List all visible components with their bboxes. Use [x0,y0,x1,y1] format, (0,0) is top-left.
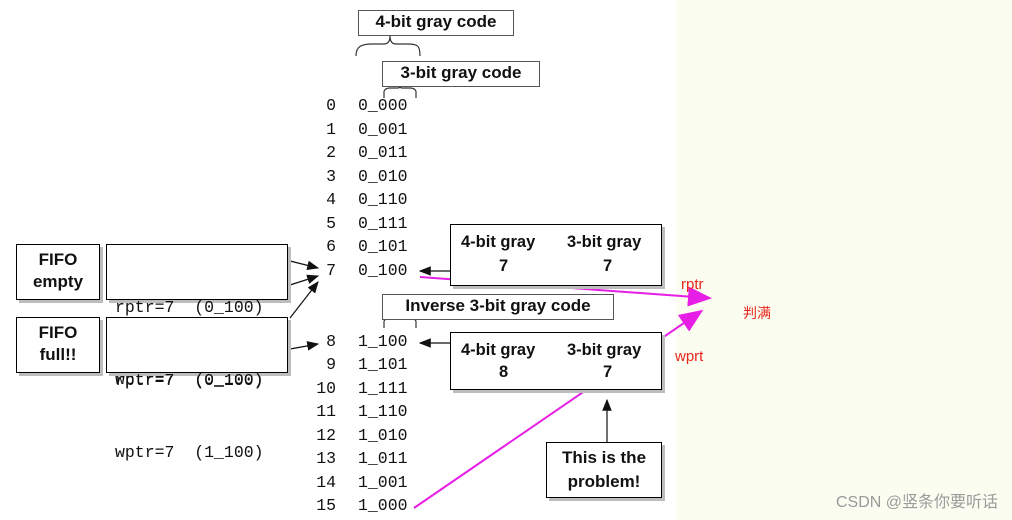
code-row: 4 0_110 [300,190,430,213]
gray-top-v1: 7 [499,257,509,275]
code-index: 14 [316,473,336,492]
code-value: 1_001 [358,473,408,492]
background-panel [676,0,1012,520]
code-index: 4 [326,190,336,209]
fifo-full-rptr: rptr=7 (0_100) [115,371,264,390]
code-value: 0_101 [358,237,408,256]
fifo-full-line2: full!! [39,345,77,364]
fifo-empty-rptr: rptr=7 (0_100) [115,298,264,317]
code-value: 0_110 [358,190,408,209]
code-value: 0_011 [358,143,408,162]
problem-line1: This is the [561,448,647,467]
code-value: 0_111 [358,214,408,233]
code-index: 6 [326,237,336,256]
code-row: 7 0_100 [300,261,430,284]
gray-bottom-h1: 4-bit gray [461,341,536,359]
code-row: 2 0_011 [300,143,430,166]
full-wptr-arrow [289,341,320,351]
fifo-empty-line1: FIFO [38,250,78,269]
fifo-full-wptr: wptr=7 (1_100) [115,443,264,462]
gray-bottom-v2: 7 [603,363,613,381]
wprt-annotation: wprt [675,348,704,365]
three-bit-title: 3-bit gray code [382,61,540,87]
gray-box-top: 4-bit gray 3-bit gray 7 7 [450,224,662,286]
code-index: 12 [316,426,336,445]
full-rptr-arrow [289,281,319,319]
gray-bottom-v1: 8 [499,363,509,381]
code-row: 9 1_101 [300,355,430,378]
code-index: 1 [326,120,336,139]
code-row: 13 1_011 [300,449,430,472]
code-value: 1_010 [358,426,408,445]
code-row: 14 1_001 [300,473,430,496]
code-value: 1_111 [358,379,408,398]
code-row: 11 1_110 [300,402,430,425]
code-row: 12 1_010 [300,426,430,449]
code-index: 8 [326,332,336,351]
code-value: 1_011 [358,449,408,468]
code-index: 3 [326,167,336,186]
code-value: 1_000 [358,496,408,515]
code-row: 10 1_111 [300,379,430,402]
code-index: 5 [326,214,336,233]
gray-top-h2: 3-bit gray [567,233,642,251]
fifo-empty-line2: empty [32,272,84,291]
gray-bottom-h2: 3-bit gray [567,341,642,359]
code-index: 10 [316,379,336,398]
problem-box: This is the problem! [546,442,662,498]
fifo-full-label: FIFO full!! [16,317,100,373]
code-row: 6 0_101 [300,237,430,260]
code-value: 0_010 [358,167,408,186]
gray-top-h1: 4-bit gray [461,233,536,251]
code-index: 15 [316,496,336,515]
fifo-full-pointers: rptr=7 (0_100) wptr=7 (1_100) [106,317,288,462]
code-row: 8 1_100 [300,332,430,355]
code-value: 1_101 [358,355,408,374]
code-value: 0_000 [358,96,408,115]
judge-full-annotation: 判满 [743,305,771,321]
code-index: 7 [326,261,336,280]
code-index: 0 [326,96,336,115]
gray-box-bottom: 4-bit gray 3-bit gray 8 7 [450,332,662,390]
fifo-empty-pointers: rptr=7 (0_100) wptr=7 (0_100) [106,244,288,389]
code-row: 0 0_000 [300,96,430,119]
four-bit-brace [355,35,421,57]
code-index: 2 [326,143,336,162]
empty-wptr-arrow [289,274,320,286]
fifo-full-line1: FIFO [38,323,78,342]
four-bit-title: 4-bit gray code [358,10,514,36]
code-value: 0_100 [358,261,408,280]
problem-line2: problem! [567,472,641,491]
inverse-title: Inverse 3-bit gray code [382,294,614,320]
gray-top-v2: 7 [603,257,613,275]
code-index: 9 [326,355,336,374]
code-row: 1 0_001 [300,120,430,143]
fifo-empty-label: FIFO empty [16,244,100,300]
empty-rptr-arrow [289,260,320,271]
rptr-annotation: rptr [681,276,704,293]
code-row: 15 1_000 [300,496,430,519]
code-index: 13 [316,449,336,468]
fifo-empty-wptr: wptr=7 (0_100) [115,370,264,389]
code-value: 1_110 [358,402,408,421]
code-value: 1_100 [358,332,408,351]
code-value: 0_001 [358,120,408,139]
code-row: 5 0_111 [300,214,430,237]
code-index: 11 [316,402,336,421]
code-row: 3 0_010 [300,167,430,190]
watermark: CSDN @竖条你要听话 [835,494,998,511]
